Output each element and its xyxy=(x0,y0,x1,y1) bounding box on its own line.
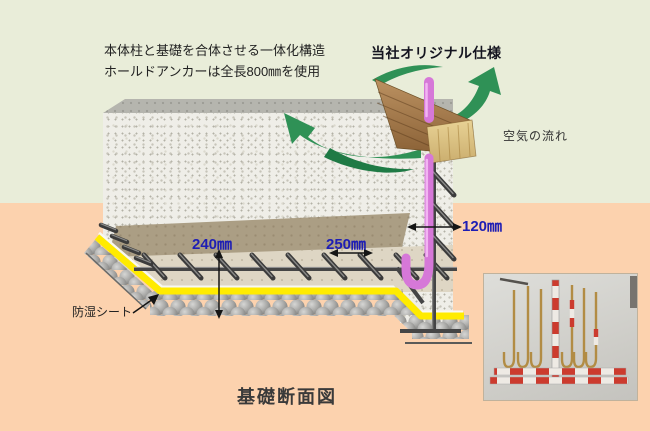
dimension-240-label: 240㎜ xyxy=(192,236,233,253)
dimension-120-label: 120㎜ xyxy=(462,218,503,235)
concrete-slab-top-surface xyxy=(103,99,453,113)
stick xyxy=(499,277,529,286)
bolt-markers xyxy=(569,300,599,345)
photo-contents xyxy=(489,276,637,385)
note-line-2: ホールドアンカーは全長800㎜を使用 xyxy=(104,64,321,79)
air-flow-label: 空気の流れ xyxy=(503,129,569,143)
diagram-title: 基礎断面図 xyxy=(237,387,337,407)
moisture-sheet-label: 防湿シート xyxy=(72,305,133,319)
measuring-rods xyxy=(489,367,629,385)
survey-pole xyxy=(551,279,560,379)
anchor-bolt xyxy=(502,285,598,369)
note-line-1: 本体柱と基礎を合体させる一体化構造 xyxy=(104,43,326,58)
original-spec-label: 当社オリジナル仕様 xyxy=(371,45,502,61)
dimension-250-label: 250㎜ xyxy=(326,236,367,253)
anchor-bolts-photo xyxy=(483,273,638,401)
dark-object xyxy=(630,276,637,308)
